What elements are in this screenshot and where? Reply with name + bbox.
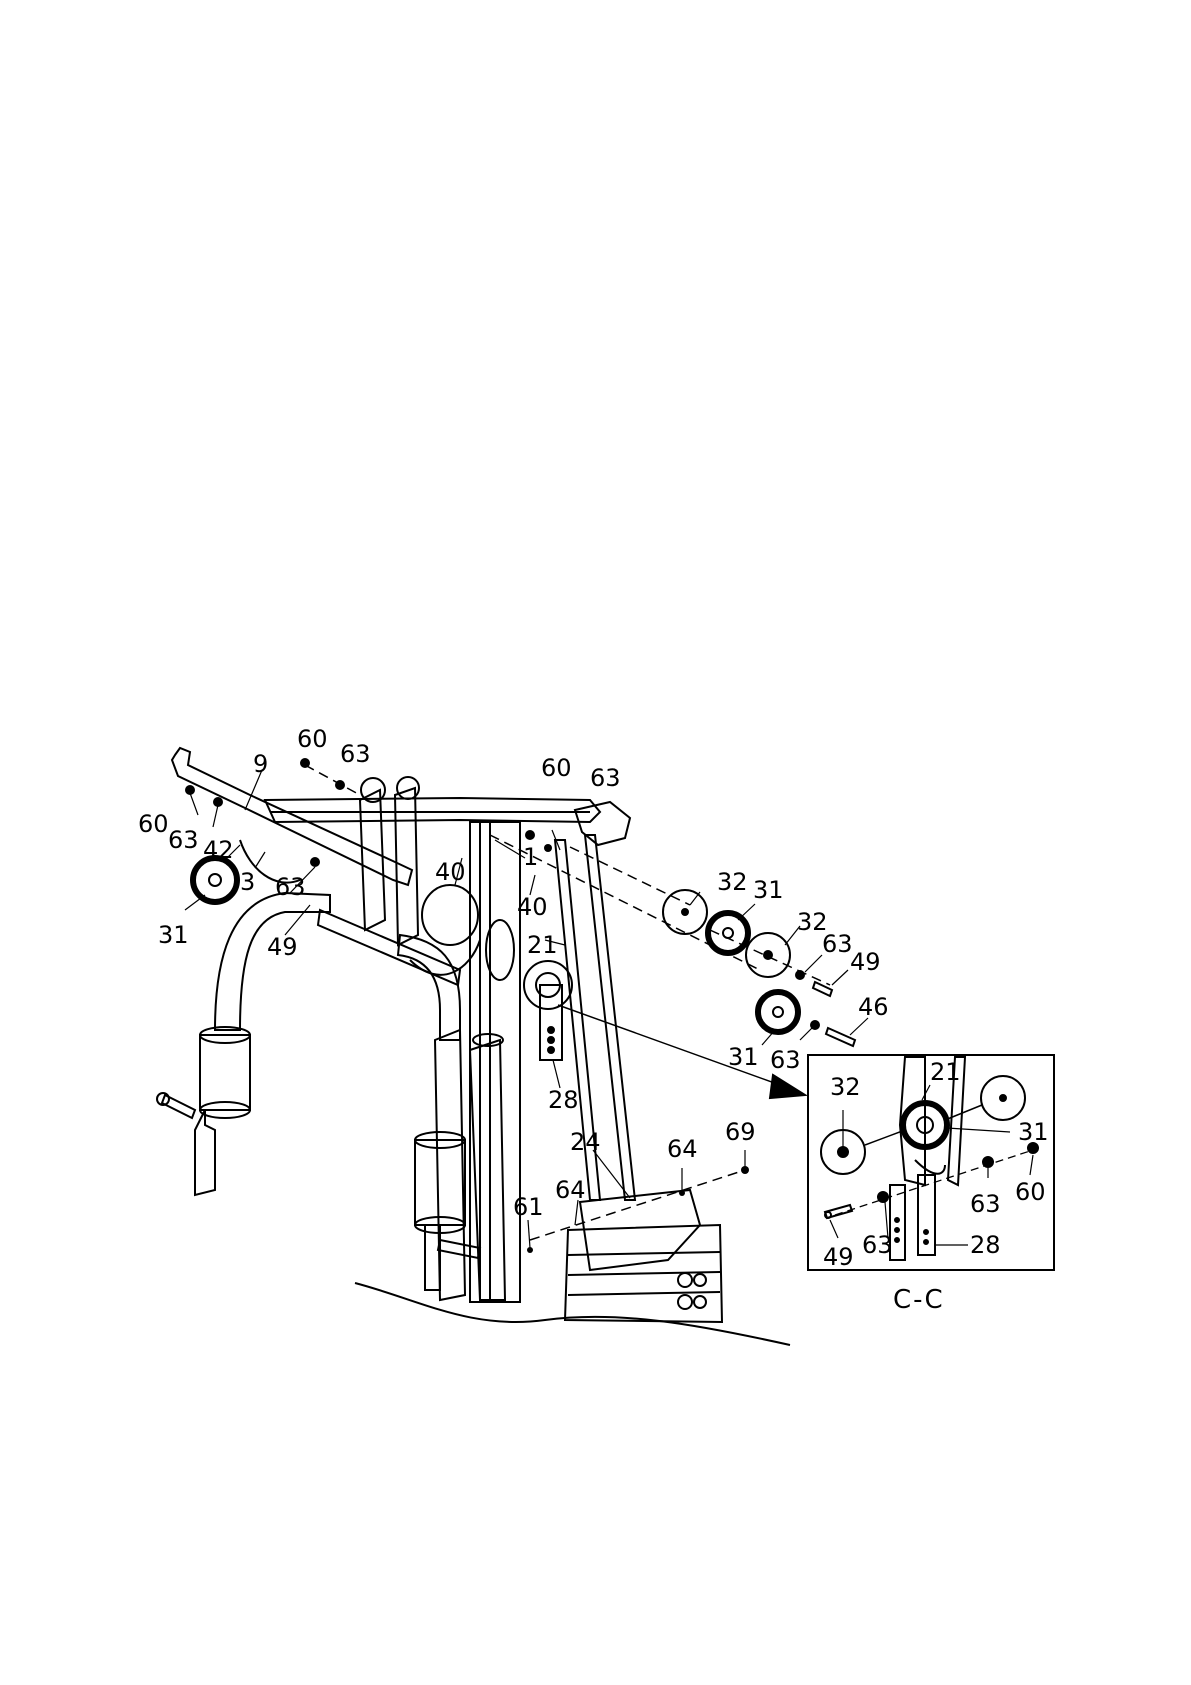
label-63b: 63: [168, 826, 199, 854]
label-63c: 63: [275, 873, 306, 901]
label-9: 9: [253, 750, 268, 778]
label-46: 46: [858, 993, 889, 1021]
leader-lines: [185, 770, 868, 1248]
label-49a: 49: [267, 933, 298, 961]
label-61: 61: [513, 1193, 544, 1221]
label-40a: 40: [435, 858, 466, 886]
cross-tube: [318, 910, 460, 985]
detail-view: 32 21 31 63 60 49 63 28 C-C: [808, 1055, 1054, 1315]
label-63a: 63: [340, 740, 371, 768]
label-69: 69: [725, 1118, 756, 1146]
right-roller-pad: [415, 1140, 465, 1225]
label-60b: 60: [138, 810, 169, 838]
label-24: 24: [570, 1128, 601, 1156]
pulley-31-b: [708, 913, 748, 953]
label-60c: 60: [541, 754, 572, 782]
label-63d: 63: [590, 764, 621, 792]
label-28a: 28: [548, 1086, 579, 1114]
top-frame-beam: [265, 798, 600, 822]
detail-label-32: 32: [830, 1073, 861, 1101]
hardware-dots: [185, 758, 749, 1253]
detail-label-31: 31: [1018, 1118, 1049, 1146]
pulley-31-c: [758, 992, 798, 1032]
left-handle-peg: [162, 1095, 195, 1118]
label-49b: 49: [850, 948, 881, 976]
detail-label-49: 49: [823, 1243, 854, 1271]
label-3: 3: [240, 868, 255, 896]
label-32a: 32: [717, 868, 748, 896]
detail-label-60: 60: [1015, 1178, 1046, 1206]
detail-label-63b: 63: [862, 1231, 893, 1259]
detail-arrow-head: [770, 1075, 805, 1098]
detail-title: C-C: [893, 1285, 945, 1315]
front-leg-a: [435, 1030, 465, 1300]
top-pulley-bracket: [575, 802, 630, 845]
label-63f: 63: [770, 1046, 801, 1074]
ground-line: [355, 1283, 790, 1345]
top-handle-bar: [172, 748, 412, 885]
label-31b: 31: [753, 876, 784, 904]
label-64b: 64: [555, 1176, 586, 1204]
detail-label-63a: 63: [970, 1190, 1001, 1218]
label-31a: 31: [158, 921, 189, 949]
pulley-31-left: [193, 858, 237, 902]
right-handle-peg: [438, 1240, 480, 1258]
label-40b: 40: [517, 893, 548, 921]
detail-label-21: 21: [930, 1058, 961, 1086]
front-leg-b: [470, 1040, 505, 1300]
bolt-46: [826, 1028, 855, 1046]
label-31c: 31: [728, 1043, 759, 1071]
detail-label-28: 28: [970, 1231, 1001, 1259]
left-roller-pad: [200, 1035, 250, 1110]
label-42: 42: [203, 836, 234, 864]
label-21a: 21: [527, 931, 558, 959]
label-1: 1: [523, 843, 538, 871]
left-curved-tube: [215, 893, 330, 1030]
label-60a: 60: [297, 725, 328, 753]
label-64a: 64: [667, 1135, 698, 1163]
right-curved-tube: [398, 935, 460, 1040]
label-63e: 63: [822, 930, 853, 958]
